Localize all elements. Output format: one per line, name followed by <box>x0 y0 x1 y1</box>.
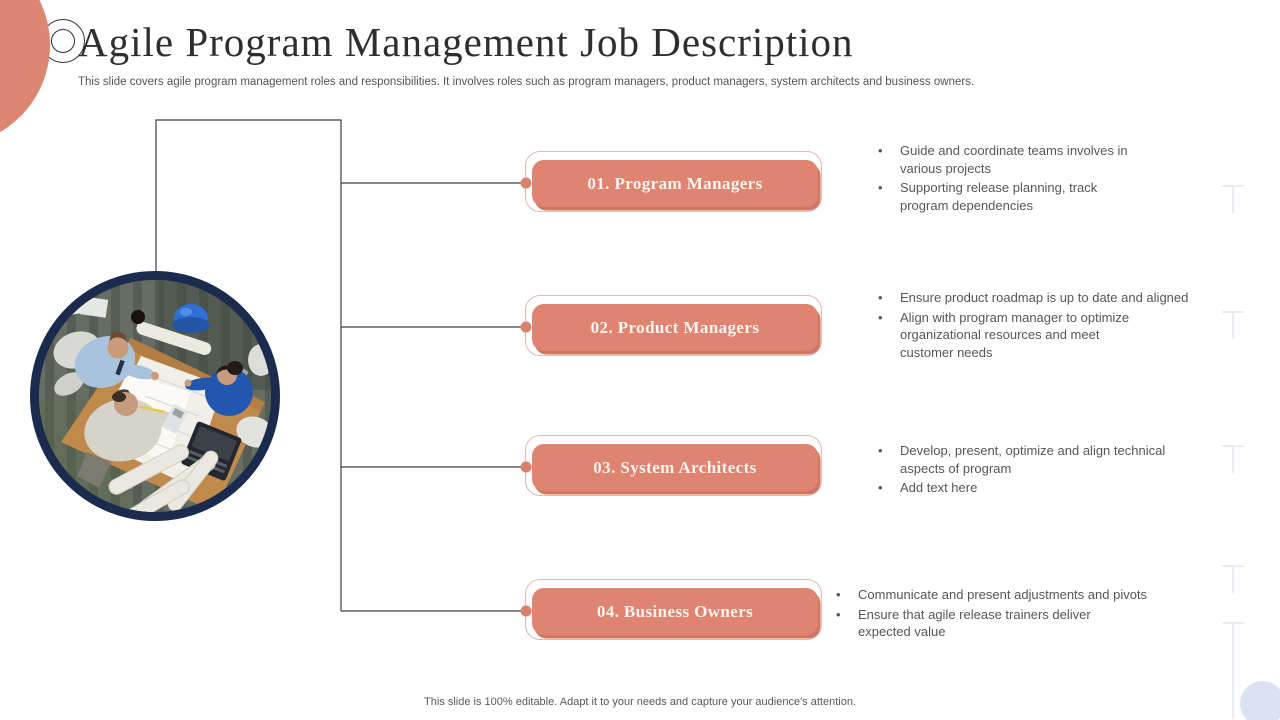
list-item: • Guide and coordinate teams involves in… <box>878 143 1128 176</box>
role-box-business-owners: 04. Business Owners <box>525 579 822 640</box>
bullet-icon: • <box>878 443 883 458</box>
role-box-program-managers: 01. Program Managers <box>525 151 822 212</box>
guide-mark-icon <box>1222 185 1244 213</box>
list-item: • Add text here <box>878 480 978 495</box>
list-item: • Ensure product roadmap is up to date a… <box>878 290 1189 305</box>
bullet-icon: • <box>878 309 883 325</box>
editable-note: This slide is 100% editable. Adapt it to… <box>424 696 856 708</box>
list-item: • Ensure that agile release trainers del… <box>836 606 1091 640</box>
role-box-product-managers: 02. Product Managers <box>525 295 822 356</box>
list-item: • Supporting release planning, track pro… <box>878 180 1098 213</box>
bullet-icon: • <box>836 587 841 602</box>
bullet-list-program-managers: • Guide and coordinate teams involves in… <box>878 142 1278 216</box>
bullet-icon: • <box>878 143 883 158</box>
bullet-icon: • <box>878 480 883 495</box>
bullet-list-business-owners: • Communicate and present adjustments an… <box>836 586 1236 643</box>
bullet-list-product-managers: • Ensure product roadmap is up to date a… <box>878 289 1278 363</box>
role-box-label: 03. System Architects <box>532 444 818 491</box>
list-item: • Communicate and present adjustments an… <box>836 587 1148 602</box>
bullet-icon: • <box>836 606 841 622</box>
page-title: Agile Program Management Job Description <box>78 19 854 65</box>
guide-mark-icon <box>1222 445 1244 473</box>
blue-corner-circle <box>1240 681 1280 720</box>
bullet-icon: • <box>878 290 883 305</box>
slide-subtitle: This slide covers agile program manageme… <box>78 76 975 88</box>
role-box-label: 04. Business Owners <box>532 588 818 635</box>
bullet-icon: • <box>878 180 883 195</box>
guide-mark-icon <box>1222 565 1244 593</box>
guide-mark-icon <box>1222 622 1244 719</box>
team-collaboration-photo <box>30 271 280 521</box>
guide-mark-icon <box>1222 311 1244 339</box>
role-box-label: 02. Product Managers <box>532 304 818 351</box>
list-item: • Align with program manager to optimize… <box>878 309 1130 360</box>
inner-ring-icon <box>50 28 75 53</box>
bullet-list-system-architects: • Develop, present, optimize and align t… <box>878 442 1278 499</box>
role-box-label: 01. Program Managers <box>532 160 818 207</box>
list-item: • Develop, present, optimize and align t… <box>878 443 1166 476</box>
